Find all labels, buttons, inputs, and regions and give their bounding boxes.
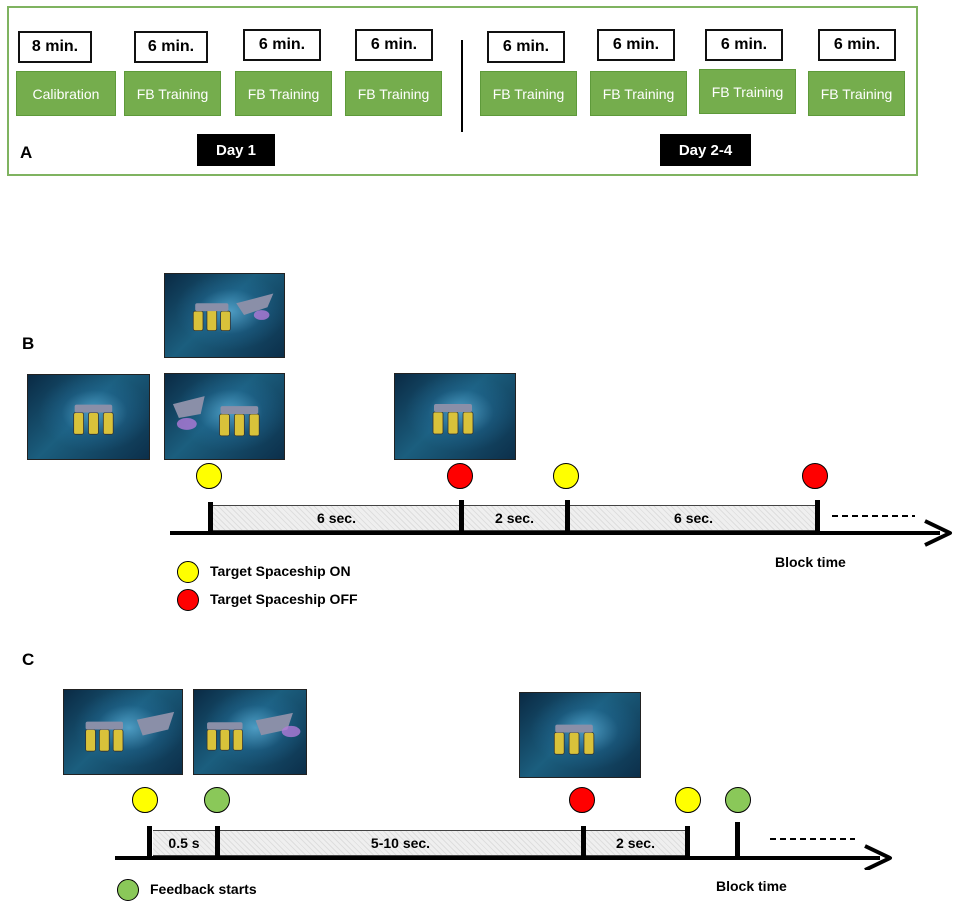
game-screenshot-spaceships — [394, 373, 516, 460]
phase-fb-training: FB Training — [699, 69, 796, 114]
target-off-marker — [569, 787, 595, 813]
day-1-label: Day 1 — [197, 134, 275, 166]
timeline-tick — [215, 826, 220, 860]
target-off-marker — [447, 463, 473, 489]
target-on-marker — [196, 463, 222, 489]
target-off-marker — [802, 463, 828, 489]
duration-box: 6 min. — [134, 31, 208, 63]
target-on-marker — [675, 787, 701, 813]
phase-fb-training: FB Training — [590, 71, 687, 116]
game-screenshot-spaceships — [519, 692, 641, 778]
timeline-tick — [815, 500, 820, 534]
phase-fb-training: FB Training — [808, 71, 905, 116]
panel-a-frame — [7, 6, 918, 176]
timeline-tick — [147, 826, 152, 860]
phase-fb-training: FB Training — [124, 71, 221, 116]
legend-label: Feedback starts — [150, 881, 257, 897]
timeline-tick — [735, 822, 740, 860]
target-on-marker — [132, 787, 158, 813]
phase-fb-training: FB Training — [235, 71, 332, 116]
duration-box: 8 min. — [18, 31, 92, 63]
interval-segment: 2 sec. — [586, 830, 685, 856]
duration-box: 6 min. — [243, 29, 321, 61]
timeline-tick — [565, 500, 570, 534]
legend-label: Target Spaceship OFF — [210, 591, 358, 607]
interval-segment: 0.5 s — [153, 830, 215, 856]
panel-c-label: C — [22, 650, 35, 669]
game-screenshot-spaceships — [164, 373, 285, 460]
interval-segment: 2 sec. — [464, 505, 565, 531]
timeline-tick — [685, 826, 690, 860]
phase-fb-training: FB Training — [345, 71, 442, 116]
duration-box: 6 min. — [705, 29, 783, 61]
timeline-tick — [208, 502, 213, 534]
duration-box: 6 min. — [597, 29, 675, 61]
legend-green-marker — [117, 879, 139, 901]
game-screenshot-spaceships — [164, 273, 285, 358]
interval-segment: 6 sec. — [213, 505, 460, 531]
panel-b-label: B — [22, 334, 35, 353]
feedback-start-marker — [725, 787, 751, 813]
axis-label: Block time — [716, 878, 787, 894]
duration-box: 6 min. — [355, 29, 433, 61]
timeline-tick — [581, 826, 586, 860]
timeline-tick — [459, 500, 464, 534]
duration-box: 6 min. — [818, 29, 896, 61]
game-screenshot-spaceships — [63, 689, 183, 775]
timeline-axis-arrow — [170, 515, 952, 547]
legend-red-marker — [177, 589, 199, 611]
duration-box: 6 min. — [487, 31, 565, 63]
timeline-axis-arrow — [115, 838, 892, 870]
legend-label: Target Spaceship ON — [210, 563, 351, 579]
phase-calibration: Calibration — [16, 71, 116, 116]
panel-a-label: A — [20, 143, 33, 162]
game-screenshot-spaceships — [193, 689, 307, 775]
target-on-marker — [553, 463, 579, 489]
legend-yellow-marker — [177, 561, 199, 583]
feedback-start-marker — [204, 787, 230, 813]
axis-label: Block time — [775, 554, 846, 570]
phase-fb-training: FB Training — [480, 71, 577, 116]
interval-segment: 6 sec. — [570, 505, 817, 531]
day-divider — [461, 40, 463, 132]
interval-segment: 5-10 sec. — [220, 830, 581, 856]
day-2-4-label: Day 2-4 — [660, 134, 751, 166]
game-screenshot-spaceships — [27, 374, 150, 460]
